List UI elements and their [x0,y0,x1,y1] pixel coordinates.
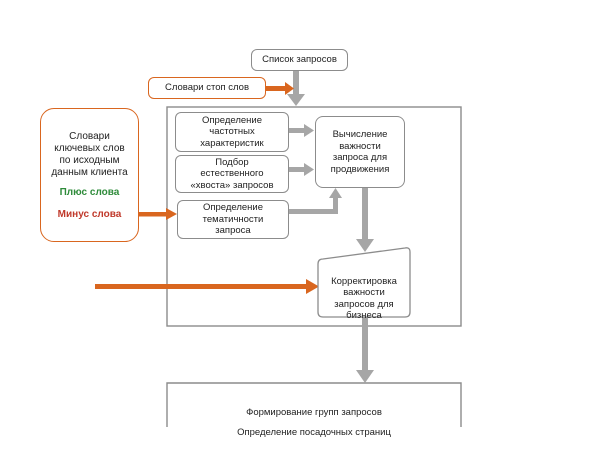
thematic-label: Определение тематичности запроса [202,202,264,237]
output-container [166,382,462,427]
arrow-thematic-horizontal [289,209,337,214]
arrow-frequency-head [304,124,314,137]
stop-words-label: Словари стоп слов [164,82,250,94]
arrow-keywords-head [166,208,177,220]
client-keywords-box: Словари ключевых слов по исходным данным… [40,108,139,242]
arrow-thematic-vertical [333,196,338,214]
business-adjust-shape [317,247,411,318]
request-list-box: Список запросов [251,49,348,71]
business-adjust-label: Корректировка важности запросов для бизн… [331,275,397,322]
request-list-label: Список запросов [262,54,337,66]
arrow-stopwords-head [285,82,294,95]
group-forming-label: Формирование групп запросов [246,406,382,418]
arrow-importance-shaft [362,188,368,240]
tail-selection-box: Подбор естественного «хвоста» запросов [175,155,289,193]
landing-pages-label: Определение посадочных страниц [237,426,391,438]
business-adjust-text: Корректировка важности запросов для бизн… [318,264,410,322]
importance-label: Вычисление важности запроса для продвиже… [330,129,390,175]
arrow-business-head [306,279,319,294]
client-keywords-label: Словари ключевых слов по исходным данным… [51,131,128,178]
arrow-list-to-container-head [287,94,305,106]
frequency-label: Определение частотных характеристик [200,114,264,149]
tail-selection-label: Подбор естественного «хвоста» запросов [190,156,274,191]
arrow-tail-shaft [289,167,305,172]
arrow-tail-head [304,163,314,176]
arrow-importance-head [356,239,374,252]
minus-words-label: Минус слова [57,209,122,220]
arrow-frequency-shaft [289,128,305,133]
stop-words-box: Словари стоп слов [148,77,266,99]
arrow-thematic-head [329,188,342,198]
group-forming-text: Формирование групп запросов [167,395,461,418]
importance-box: Вычисление важности запроса для продвиже… [315,116,405,188]
arrow-list-to-container-shaft [293,71,299,95]
arrow-business-shaft [95,284,307,289]
arrow-output-shaft [362,315,368,371]
thematic-box: Определение тематичности запроса [177,200,289,239]
arrow-keywords-shaft [139,212,167,217]
plus-words-label: Плюс слова [59,187,120,198]
landing-pages-text: Определение посадочных страниц [167,415,461,438]
arrow-stopwords-shaft [266,86,286,91]
arrow-output-head [356,370,374,383]
frequency-box: Определение частотных характеристик [175,112,289,152]
